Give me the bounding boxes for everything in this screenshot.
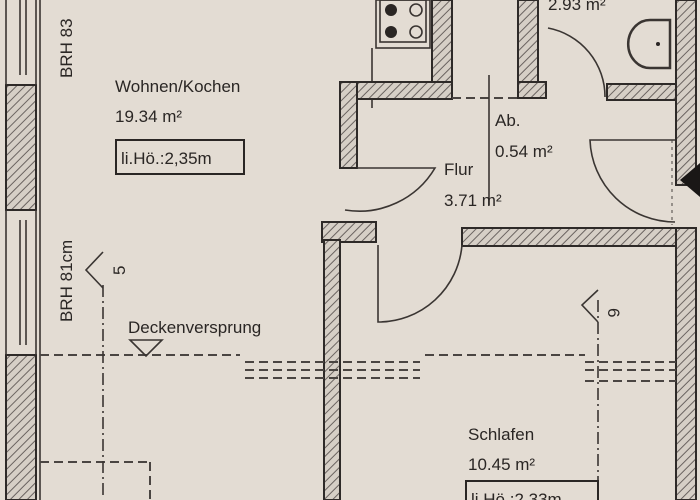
- room-name-wohnen: Wohnen/Kochen: [115, 77, 240, 96]
- toilet-icon: [627, 18, 672, 70]
- ceiling-offset-lines: [40, 251, 676, 500]
- room-name-schlafen: Schlafen: [468, 425, 534, 444]
- room-name-flur: Flur: [444, 160, 474, 179]
- room-height-schlafen: li.Hö.:2,33m: [471, 490, 562, 500]
- room-area-bath: 2.93 m²: [548, 0, 606, 14]
- room-area-schlafen: 10.45 m²: [468, 455, 535, 474]
- room-area-ab: 0.54 m²: [495, 142, 553, 161]
- brh-left-label: BRH 81cm: [57, 240, 76, 322]
- room-height-wohnen: li.Hö.:2,35m: [121, 149, 212, 168]
- height-box-wohnen: [115, 139, 245, 175]
- doors: [344, 27, 676, 323]
- height-box-schlafen: [465, 480, 599, 500]
- section-6-label: 6: [604, 308, 623, 317]
- room-area-flur: 3.71 m²: [444, 191, 502, 210]
- room-area-wohnen: 19.34 m²: [115, 107, 182, 126]
- stove-icon: [371, 0, 431, 108]
- room-name-ab: Ab.: [495, 111, 521, 130]
- section-5-label: 5: [110, 266, 129, 275]
- ceiling-offset-label: Deckenversprung: [128, 318, 261, 337]
- entrance-arrow-icon: [680, 163, 700, 197]
- brh-top-label: BRH 83: [57, 18, 76, 78]
- left-exterior-wall: [5, 0, 41, 500]
